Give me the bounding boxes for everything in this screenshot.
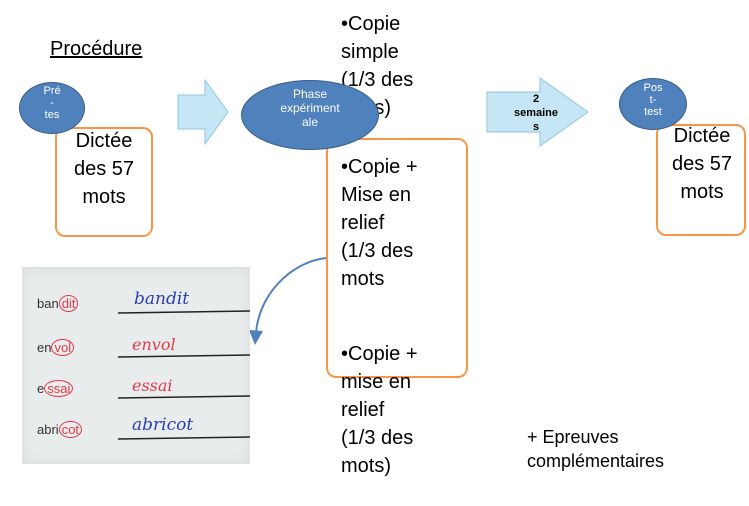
extra-tests-label: + Epreuves complémentaires — [527, 427, 665, 471]
page-title: Procédure — [50, 38, 143, 60]
arrow-right-icon — [177, 78, 229, 146]
handwritten-word: envol — [132, 335, 176, 354]
pretest-ellipse: Pré - tes — [19, 82, 85, 134]
arrowhead-icon — [249, 330, 263, 345]
condition-mise-en-relief-2: •Copie + mise en relief (1/3 des mots) — [341, 343, 418, 477]
handwritten-word: abricot — [132, 415, 194, 435]
posttest-ellipse: Pos t- test — [619, 78, 687, 130]
handwritten-word: bandit — [134, 289, 190, 309]
condition-mise-en-relief: •Copie + Mise en relief (1/3 des mots — [341, 156, 418, 290]
connector-arrow — [255, 257, 327, 335]
pretest-box — [55, 127, 153, 237]
pretest-box-text: Dictée des 57 mots — [73, 130, 135, 208]
photo-lines — [117, 310, 250, 440]
posttest-box — [656, 124, 746, 236]
phase-ellipse: Phase expériment ale — [241, 80, 379, 150]
delay-label: 2 semaine s — [513, 93, 559, 133]
handwritten-word: essai — [132, 376, 173, 395]
posttest-box-text: Dictée des 57 mots — [671, 125, 733, 203]
condition-box — [326, 138, 468, 378]
arrow-right-icon — [486, 77, 589, 147]
